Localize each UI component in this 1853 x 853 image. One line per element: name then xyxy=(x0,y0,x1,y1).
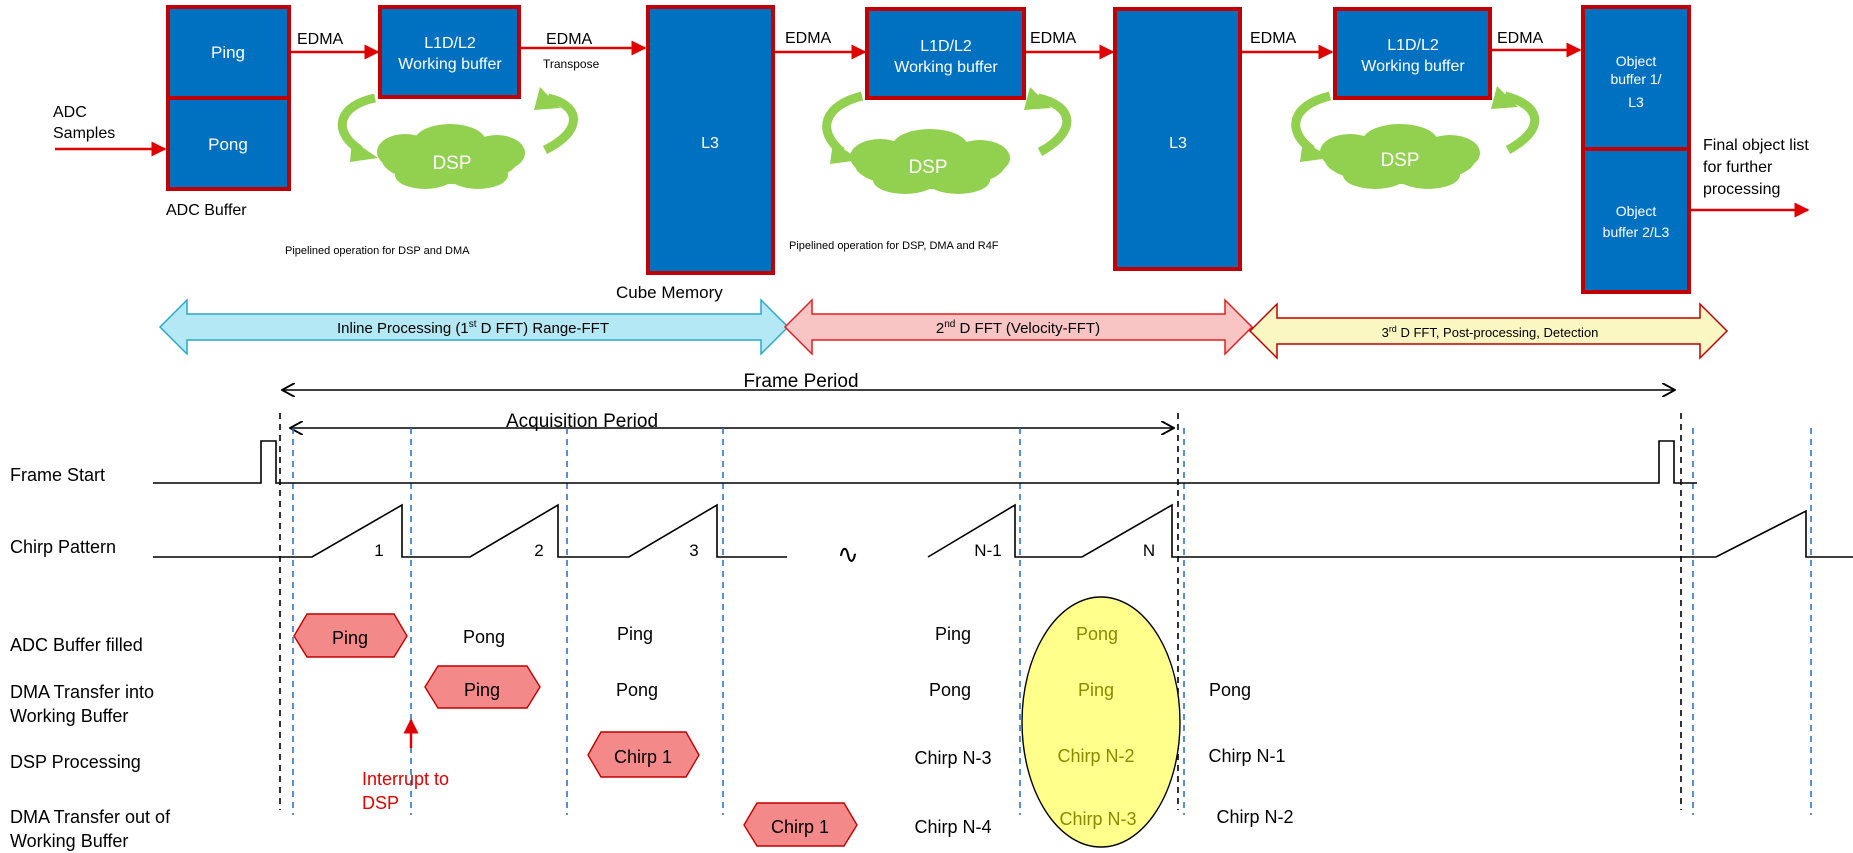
dma-out-row-c5: Chirp N-3 xyxy=(1059,809,1136,829)
row-label-frame-start: Frame Start xyxy=(10,465,105,485)
adc-samples-label-1: ADC xyxy=(53,104,87,121)
dsp-row-c5: Chirp N-2 xyxy=(1057,746,1134,766)
working-buffer-3-line2: Working buffer xyxy=(1361,58,1465,75)
working-buffer-3-line1: L1D/L2 xyxy=(1387,37,1439,54)
pong-buffer-box xyxy=(166,96,291,191)
stage-arrow-velocity-fft xyxy=(783,298,1254,356)
object-buffer-1-box xyxy=(1581,5,1691,151)
dma-out-chirp1-hex xyxy=(743,802,858,847)
l3-label-2: L3 xyxy=(1169,135,1187,152)
interrupt-label-1: Interrupt to xyxy=(362,769,449,789)
working-buffer-2-line2: Working buffer xyxy=(894,59,998,76)
object-buffer-2-line1: Object xyxy=(1616,203,1657,219)
adc-row-c1: Ping xyxy=(332,628,368,648)
stage-arrow-detection xyxy=(1248,302,1729,360)
l3-box-1 xyxy=(646,5,775,275)
dsp-loop-3 xyxy=(1291,86,1540,189)
dma-out-row-c4: Chirp N-4 xyxy=(914,817,991,837)
final-list-line1: Final object list xyxy=(1703,137,1809,154)
working-buffer-1-line2: Working buffer xyxy=(398,56,502,73)
final-list-line3: processing xyxy=(1703,181,1780,198)
chirp-ellipsis-glyph: ∿ xyxy=(837,539,859,569)
dma-in-row-c4: Pong xyxy=(929,680,971,700)
timing-grid xyxy=(279,413,1812,815)
row-label-chirp-pattern: Chirp Pattern xyxy=(10,537,116,557)
edma-label-4: EDMA xyxy=(1030,30,1077,47)
edma-label-2: EDMA xyxy=(546,31,593,48)
dma-in-ping-hex xyxy=(424,665,541,709)
dma-in-row-c3: Pong xyxy=(616,680,658,700)
edma-label-5: EDMA xyxy=(1250,30,1297,47)
l3-label-1: L3 xyxy=(701,135,719,152)
dma-out-row-c4-hex: Chirp 1 xyxy=(771,817,829,837)
working-buffer-2-line1: L1D/L2 xyxy=(920,38,972,55)
l3-box-2 xyxy=(1113,7,1242,271)
adc-samples-label-2: Samples xyxy=(53,125,115,142)
dma-in-row-c5: Ping xyxy=(1078,680,1114,700)
adc-ping-hex xyxy=(293,613,408,658)
adc-row-c3: Ping xyxy=(617,624,653,644)
row-label-adc-filled: ADC Buffer filled xyxy=(10,635,143,655)
final-list-line2: for further xyxy=(1703,159,1773,176)
dma-in-row-c2: Ping xyxy=(464,680,500,700)
dma-in-row-c6: Pong xyxy=(1209,680,1251,700)
stage-label-detection: 3rd D FFT, Post-processing, Detection xyxy=(1382,324,1599,340)
row-label-dma-out-2: Working Buffer xyxy=(10,831,128,851)
frame-start-signal xyxy=(153,440,1697,484)
row-label-dma-in-2: Working Buffer xyxy=(10,706,128,726)
pipelined-caption-1: Pipelined operation for DSP and DMA xyxy=(285,245,470,257)
interrupt-label-2: DSP xyxy=(362,793,399,813)
working-buffer-box-2 xyxy=(865,7,1026,100)
row-label-dma-in-1: DMA Transfer into xyxy=(10,682,154,702)
cube-memory-caption: Cube Memory xyxy=(616,283,723,302)
adc-row-c5: Pong xyxy=(1076,624,1118,644)
highlight-ellipse xyxy=(1021,596,1181,848)
chirp-label-n-1: N-1 xyxy=(974,541,1001,560)
dsp-row-c6: Chirp N-1 xyxy=(1208,746,1285,766)
chirp-label-n: N xyxy=(1143,541,1155,560)
adc-row-c2: Pong xyxy=(463,627,505,647)
working-buffer-box-3 xyxy=(1333,7,1492,100)
dsp-row-c3: Chirp 1 xyxy=(614,747,672,767)
frame-period-label: Frame Period xyxy=(743,371,858,392)
row-label-dsp-processing: DSP Processing xyxy=(10,752,141,772)
edma-label-3: EDMA xyxy=(785,30,832,47)
transpose-label: Transpose xyxy=(543,57,600,71)
object-buffer-2-box xyxy=(1581,147,1691,294)
row-label-dma-out-1: DMA Transfer out of xyxy=(10,807,171,827)
acquisition-period-label: Acquisition Period xyxy=(506,411,658,432)
chirp-label-2: 2 xyxy=(534,541,543,560)
adc-row-c4: Ping xyxy=(935,624,971,644)
dma-out-row-c6: Chirp N-2 xyxy=(1216,807,1293,827)
object-buffer-1-line2: buffer 1/ xyxy=(1610,71,1661,87)
chirp-pattern-signal xyxy=(153,503,787,558)
pipelined-caption-2: Pipelined operation for DSP, DMA and R4F xyxy=(789,240,999,252)
object-buffer-2-line2: buffer 2/L3 xyxy=(1603,224,1670,240)
dsp-chirp1-hex xyxy=(587,731,700,778)
edma-label-1: EDMA xyxy=(297,31,344,48)
adc-buffer-caption: ADC Buffer xyxy=(166,202,247,219)
dsp-label-2: DSP xyxy=(908,157,947,178)
chirp-pattern-signal-2 xyxy=(927,503,1853,558)
chirp-label-1: 1 xyxy=(374,541,383,560)
dsp-loop-1 xyxy=(337,87,578,189)
stage-label-velocity-fft: 2nd D FFT (Velocity-FFT) xyxy=(936,319,1100,337)
chirp-label-3: 3 xyxy=(689,541,698,560)
dsp-label-1: DSP xyxy=(432,153,471,174)
edma-label-6: EDMA xyxy=(1497,30,1544,47)
stage-label-range-fft: Inline Processing (1st D FFT) Range-FFT xyxy=(337,319,609,337)
pong-buffer-label: Pong xyxy=(208,135,248,154)
ping-buffer-label: Ping xyxy=(211,43,245,62)
working-buffer-box-1 xyxy=(378,5,521,99)
object-buffer-1-line3: L3 xyxy=(1628,94,1644,110)
dsp-loop-2 xyxy=(822,87,1072,194)
dsp-label-3: DSP xyxy=(1380,150,1419,171)
working-buffer-1-line1: L1D/L2 xyxy=(424,35,476,52)
dsp-row-c4: Chirp N-3 xyxy=(914,748,991,768)
object-buffer-1-line1: Object xyxy=(1616,53,1657,69)
